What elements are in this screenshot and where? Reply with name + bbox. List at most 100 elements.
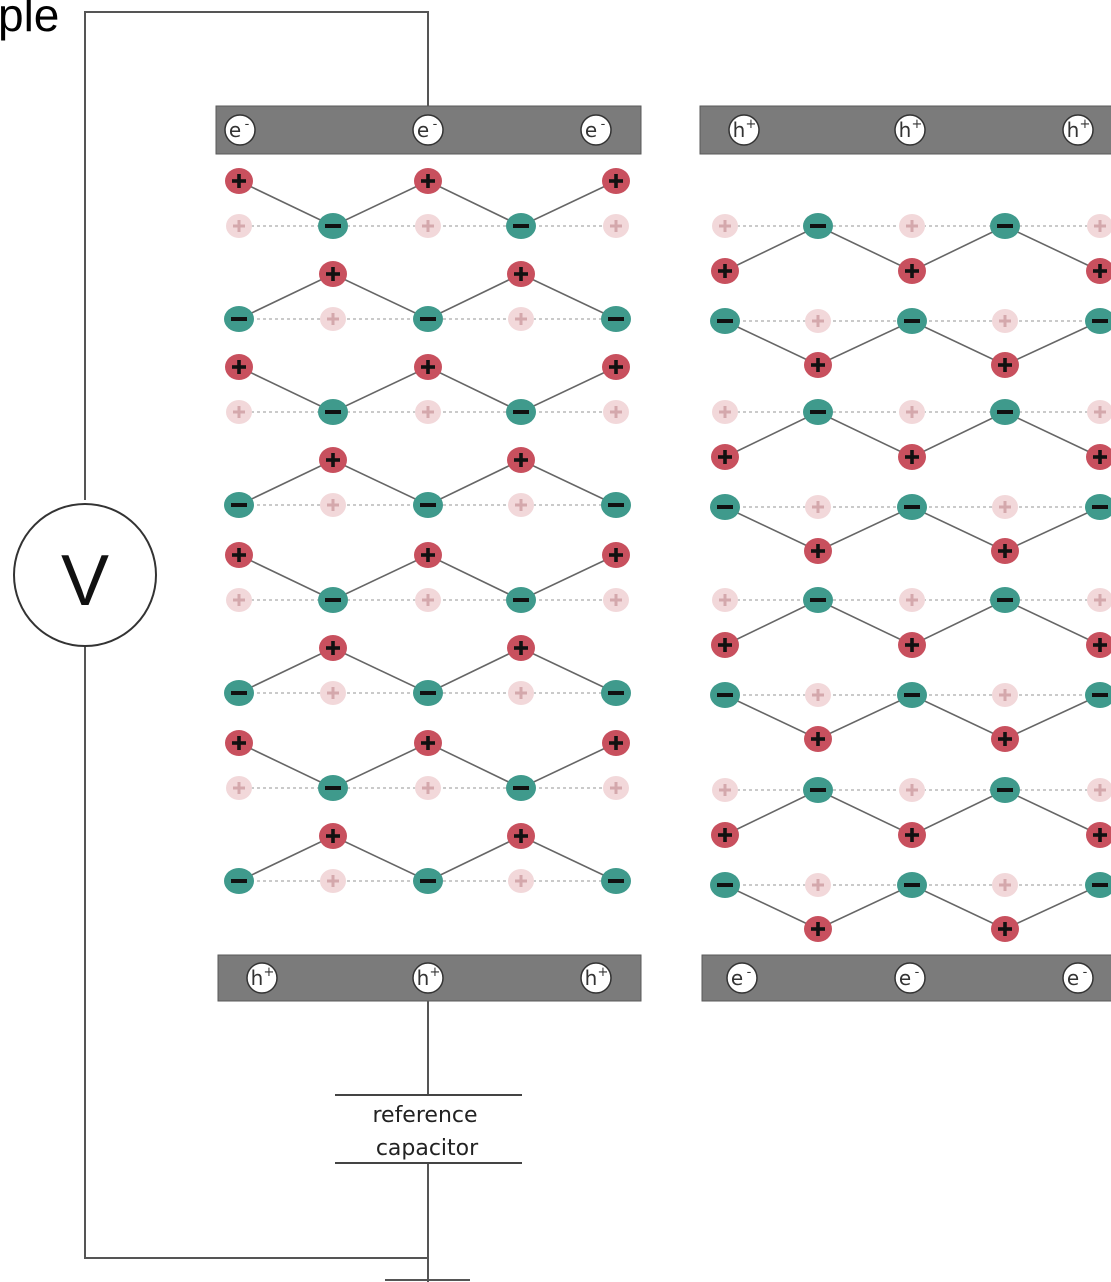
positive-ion	[711, 258, 739, 284]
carrier-circle	[1062, 114, 1094, 146]
positive-ion-faded	[992, 495, 1018, 519]
positive-ion-faded	[992, 683, 1018, 707]
right-top-carriers: h+h+h+	[728, 114, 1094, 146]
carrier-circle	[894, 114, 926, 146]
negative-ion	[413, 492, 443, 518]
positive-ion	[804, 726, 832, 752]
negative-ion	[1085, 308, 1111, 334]
carrier-h-2: h+	[580, 962, 612, 994]
carrier-superscript: +	[746, 117, 757, 132]
positive-ion	[225, 542, 253, 568]
positive-ion	[898, 822, 926, 848]
positive-ion-faded	[603, 776, 629, 800]
negative-ion	[318, 775, 348, 801]
positive-ion-faded	[805, 873, 831, 897]
positive-ion-faded	[508, 493, 534, 517]
negative-ion	[990, 213, 1020, 239]
negative-ion	[506, 775, 536, 801]
carrier-label: e	[731, 966, 743, 990]
negative-ion	[710, 682, 740, 708]
carrier-label: h	[251, 966, 264, 990]
carrier-superscript: +	[912, 117, 923, 132]
negative-ion	[506, 213, 536, 239]
positive-ion	[1086, 258, 1111, 284]
capacitor-label-line1: reference	[372, 1103, 477, 1128]
positive-ion-faded	[712, 400, 738, 424]
negative-ion	[897, 308, 927, 334]
positive-ion	[602, 542, 630, 568]
carrier-circle	[224, 114, 256, 146]
negative-ion	[803, 399, 833, 425]
negative-ion	[803, 777, 833, 803]
negative-ion	[710, 308, 740, 334]
carrier-e-1: e-	[412, 114, 444, 146]
reference-capacitor: reference capacitor	[335, 1094, 522, 1164]
circuit-wires	[84, 11, 470, 1282]
positive-ion-faded	[603, 214, 629, 238]
positive-ion-faded	[603, 400, 629, 424]
carrier-circle	[728, 114, 760, 146]
wire-top	[84, 11, 429, 500]
positive-ion	[602, 354, 630, 380]
positive-ion	[804, 538, 832, 564]
positive-ion-faded	[899, 588, 925, 612]
negative-ion	[803, 587, 833, 613]
positive-ion	[225, 730, 253, 756]
positive-ion	[991, 916, 1019, 942]
positive-ion-faded	[805, 683, 831, 707]
negative-ion	[506, 399, 536, 425]
carrier-e-1: e-	[894, 962, 926, 994]
positive-ion	[602, 730, 630, 756]
positive-ion-faded	[226, 214, 252, 238]
negative-ion	[1085, 494, 1111, 520]
voltmeter: V	[13, 503, 157, 647]
carrier-superscript: -	[433, 117, 438, 132]
positive-ion-faded	[320, 307, 346, 331]
negative-ion	[1085, 682, 1111, 708]
positive-ion	[1086, 822, 1111, 848]
carrier-label: h	[1067, 118, 1080, 142]
positive-ion	[507, 823, 535, 849]
carrier-superscript: -	[747, 965, 752, 980]
positive-ion	[507, 261, 535, 287]
negative-ion	[710, 872, 740, 898]
positive-ion	[319, 635, 347, 661]
negative-ion	[413, 868, 443, 894]
wire-bottom-left	[84, 645, 428, 1259]
negative-ion	[803, 213, 833, 239]
positive-ion-faded	[712, 588, 738, 612]
positive-ion	[804, 352, 832, 378]
positive-ion	[898, 444, 926, 470]
negative-ion	[710, 494, 740, 520]
positive-ion	[319, 823, 347, 849]
right-lattice	[710, 213, 1111, 942]
positive-ion-faded	[712, 214, 738, 238]
positive-ion-faded	[603, 588, 629, 612]
positive-ion-faded	[899, 400, 925, 424]
positive-ion-faded	[320, 493, 346, 517]
negative-ion	[413, 306, 443, 332]
positive-ion-faded	[508, 681, 534, 705]
carrier-superscript: +	[264, 965, 275, 980]
carrier-label: h	[417, 966, 430, 990]
positive-ion	[507, 635, 535, 661]
positive-ion	[507, 447, 535, 473]
positive-ion	[898, 632, 926, 658]
positive-ion-faded	[415, 400, 441, 424]
carrier-superscript: +	[598, 965, 609, 980]
negative-ion	[990, 399, 1020, 425]
positive-ion-faded	[226, 776, 252, 800]
positive-ion	[414, 168, 442, 194]
negative-ion	[990, 587, 1020, 613]
left-panel: e-e-e- h+h+h+	[215, 105, 642, 1002]
positive-ion-faded	[226, 588, 252, 612]
carrier-label: h	[733, 118, 746, 142]
carrier-circle	[246, 962, 278, 994]
right-bottom-carriers: e-e-e-	[726, 962, 1094, 994]
negative-ion	[224, 868, 254, 894]
positive-ion-faded	[1087, 588, 1111, 612]
carrier-label: e	[417, 118, 429, 142]
positive-ion-faded	[508, 869, 534, 893]
carrier-h-2: h+	[1062, 114, 1094, 146]
negative-ion	[413, 680, 443, 706]
